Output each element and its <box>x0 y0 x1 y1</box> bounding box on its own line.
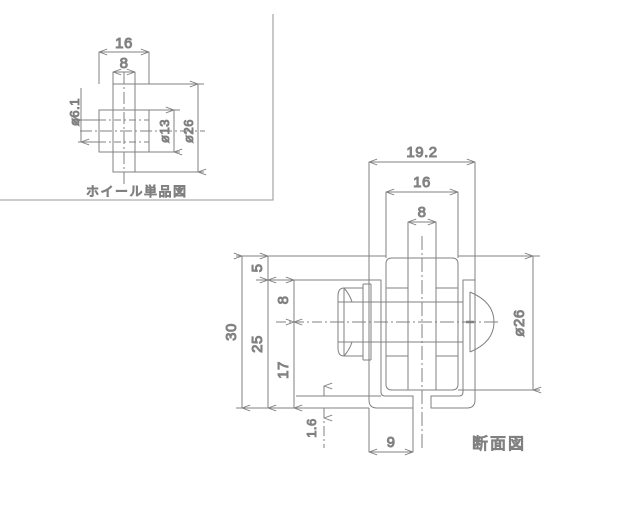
dim-section-8-width <box>407 222 437 258</box>
dim-label-detail-16: 16 <box>115 35 133 52</box>
dim-detail-bore <box>78 88 99 142</box>
section-view-assembly: 19.2 16 8 <box>223 144 540 452</box>
dim-label-section-dia26: ø26 <box>511 309 528 336</box>
detail-view-caption: ホイール単品図 <box>86 184 188 200</box>
dim-label-8-depth: 8 <box>275 296 292 305</box>
dim-detail-width-8 <box>112 72 136 84</box>
dim-label-detail-8: 8 <box>120 55 129 72</box>
bracket-left-arm <box>368 279 414 409</box>
dim-label-9: 9 <box>387 434 396 451</box>
dim-label-17: 17 <box>275 361 292 379</box>
dim-detail-width-16 <box>98 52 150 84</box>
dim-label-detail-bore: ø6.1 <box>67 98 82 126</box>
wheel-step-lines <box>386 287 458 357</box>
dim-section-9 <box>368 408 414 452</box>
dim-label-8-width: 8 <box>418 204 427 221</box>
dim-section-19-2 <box>368 162 476 280</box>
dim-label-19-2: 19.2 <box>406 144 437 161</box>
section-view-caption: 断面図 <box>472 434 526 453</box>
detail-panel-frame <box>0 14 274 201</box>
dim-section-16 <box>385 192 459 258</box>
dim-detail-dia13 <box>149 110 180 152</box>
dim-label-detail-dia13: ø13 <box>157 119 172 143</box>
bracket-right-arm <box>430 279 476 409</box>
dim-section-dia26 <box>458 256 540 390</box>
wheel-body-section <box>385 257 459 391</box>
dim-label-25: 25 <box>249 335 266 353</box>
dim-label-16: 16 <box>413 174 431 191</box>
wheel-hub-edges-section <box>407 258 437 390</box>
dim-label-detail-dia26: ø26 <box>181 119 196 143</box>
dim-label-5: 5 <box>249 264 266 273</box>
dim-label-30: 30 <box>223 323 240 341</box>
dim-label-1-6: 1.6 <box>304 418 319 438</box>
dim-detail-dia26 <box>135 84 204 172</box>
bolt-shank <box>355 301 463 343</box>
detail-view-wheel: 16 8 ø6.1 ø13 <box>67 35 205 185</box>
